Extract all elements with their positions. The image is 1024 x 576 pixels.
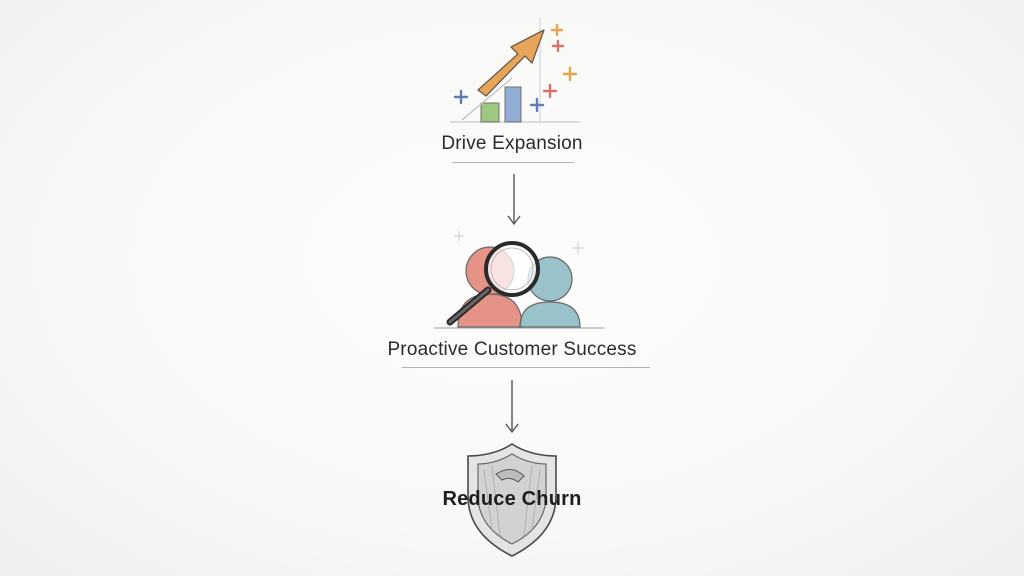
node-label-drive-expansion: Drive Expansion <box>441 133 583 154</box>
connector-arrow-down <box>505 380 519 434</box>
node-label-proactive-customer-success: Proactive Customer Success <box>387 339 637 360</box>
connector-arrow-up <box>507 174 521 226</box>
node-underline-proactive-customer-success <box>402 367 650 368</box>
growth-chart-arrow-icon <box>450 18 580 123</box>
node-underline-drive-expansion <box>452 162 574 163</box>
node-label-reduce-churn: Reduce Churn <box>442 488 582 510</box>
magnifier-people-icon <box>434 231 604 329</box>
shield-icon <box>467 443 557 557</box>
